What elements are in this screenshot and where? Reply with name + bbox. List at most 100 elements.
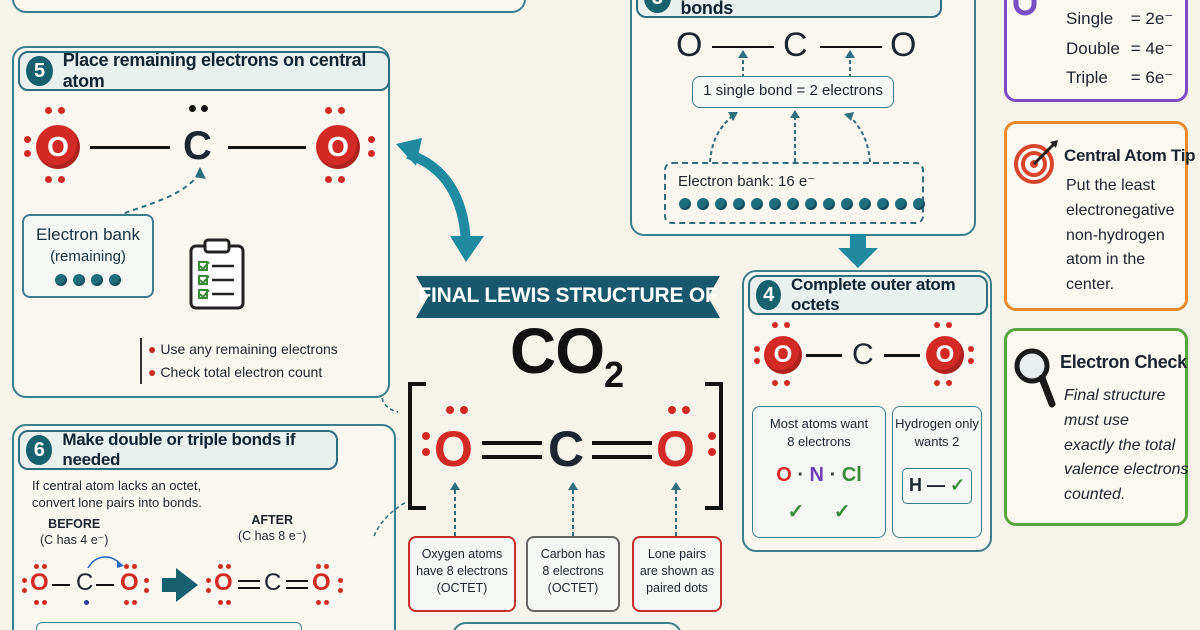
- step4-number: 4: [756, 280, 782, 310]
- step5-bullets: ● Use any remaining electrons ● Check to…: [140, 338, 338, 384]
- final-note-carbon: Carbon has 8 electrons (OCTET): [526, 536, 620, 612]
- before-atom-c: C: [76, 569, 94, 596]
- bracket-left: [408, 382, 426, 510]
- note-line: are shown as: [639, 563, 715, 578]
- step3-tab: 3 Connect atoms with single bonds: [636, 0, 942, 18]
- check-line: counted.: [1064, 486, 1126, 504]
- lone-pair-dot: [58, 107, 65, 114]
- lone-pair-dot: [934, 380, 940, 386]
- step3-atom-c: C: [783, 26, 808, 64]
- lone-pair-dot: [24, 136, 31, 143]
- example-chlorine: Cl: [841, 464, 862, 487]
- lone-pair-dot: [338, 107, 345, 114]
- magnifier-icon: [1014, 348, 1056, 408]
- lone-pair-dot: [338, 588, 343, 593]
- step6-desc-line: If central atom lacks an octet,: [32, 478, 202, 493]
- step4-box2-line: wants 2: [914, 433, 960, 449]
- lone-pair-dot: [325, 107, 332, 114]
- lone-pair-dot: [316, 564, 321, 569]
- after-label: AFTER: [251, 513, 294, 527]
- step4-checks: ✓ ✓: [753, 499, 885, 526]
- lone-pair-dot: [338, 176, 345, 183]
- lone-pair-dot: [784, 380, 790, 386]
- lone-pair-dot: [338, 578, 343, 583]
- step6-desc-line: convert lone pairs into bonds.: [32, 495, 202, 510]
- electron-bead: [55, 274, 67, 287]
- electron-bead: [787, 198, 799, 210]
- step5-number: 5: [26, 56, 53, 86]
- target-icon: [1014, 140, 1058, 184]
- final-note-lone-pairs: Lone pairs are shown as paired dots: [632, 536, 722, 612]
- down-arrow-icon: [838, 234, 878, 268]
- formula-subscript: 2: [604, 353, 624, 395]
- final-double-bond-right-top: [592, 441, 652, 445]
- check-icon: ✓: [833, 501, 851, 524]
- step3-atom-o-right: O: [890, 26, 917, 64]
- bond-key-row: Double = 4e⁻: [1066, 34, 1173, 64]
- lone-pair-dot: [682, 406, 690, 414]
- example-hydrogen: H: [908, 475, 922, 496]
- note-line: 8 electrons: [542, 563, 604, 578]
- step6-right-arrow-icon: [162, 568, 198, 602]
- lone-pair-dot: [189, 105, 196, 112]
- step6-bottom-partial-box: [36, 622, 302, 630]
- lone-pair-dot: [316, 600, 321, 605]
- lone-pair-dot: [946, 322, 952, 328]
- after-atom-o-left: O: [214, 569, 233, 596]
- after-atom-c: C: [264, 569, 282, 596]
- lone-pair-dot: [368, 136, 375, 143]
- lone-pair-dot: [668, 406, 676, 414]
- lone-pair-dot: [42, 564, 47, 569]
- step5-electron-bank: Electron bank (remaining): [22, 214, 154, 298]
- check-icon: ✓: [787, 501, 805, 524]
- electron-bead: [715, 198, 727, 210]
- banner-ribbon: [416, 276, 720, 318]
- lone-pair-dot: [368, 150, 375, 157]
- lone-pair-dot: [24, 150, 31, 157]
- step4-tab: 4 Complete outer atom octets: [748, 275, 988, 315]
- note-line: paired dots: [646, 580, 708, 595]
- final-note-arrows: [450, 482, 681, 536]
- lone-pair-dot: [422, 448, 430, 456]
- electron-bead: [733, 198, 745, 210]
- step6-tab: 6 Make double or triple bonds if needed: [18, 430, 338, 470]
- electron-bead: [877, 198, 889, 210]
- lone-pair-dot: [34, 564, 39, 569]
- lone-pair-dot: [45, 176, 52, 183]
- bond-key-value: = 4e⁻: [1130, 38, 1174, 58]
- step6-before-label: BEFORE (C has 4 e⁻): [40, 516, 108, 548]
- step4-box-hydrogen: Hydrogen only wants 2 H — ✓: [892, 406, 982, 538]
- lone-pair-dot: [754, 346, 760, 352]
- electron-bead: [841, 198, 853, 210]
- electron-bead: [679, 198, 691, 210]
- after-sub: (C has 8 e⁻): [238, 529, 307, 543]
- electron-dot: [84, 600, 89, 605]
- electron-bead: [859, 198, 871, 210]
- lone-pair-dot: [22, 588, 27, 593]
- lone-pair-dot: [124, 564, 129, 569]
- step5-atom-o-left: O: [36, 125, 80, 169]
- central-atom-tip-title: Central Atom Tip: [1064, 146, 1196, 165]
- tip-line: Put the least: [1066, 177, 1155, 194]
- step5-bank-beads: [24, 273, 152, 291]
- step6-number: 6: [26, 435, 53, 465]
- step3-bank-label: Electron bank: 16 e⁻: [678, 173, 816, 190]
- lone-pair-dot: [422, 432, 430, 440]
- step3-bank-arrows: [709, 110, 871, 163]
- lone-pair-dot: [58, 176, 65, 183]
- lone-pair-dot: [144, 578, 149, 583]
- step5-bond-right: [228, 146, 306, 149]
- note-line: (OCTET): [436, 580, 488, 595]
- step3-bank-beads: [676, 197, 925, 215]
- note-line: have 8 electrons: [416, 563, 508, 578]
- electron-bead: [73, 274, 85, 287]
- step4-box1-line: Most atoms want: [769, 416, 869, 431]
- step6-description: If central atom lacks an octet, convert …: [32, 477, 202, 511]
- final-banner-text: FINAL LEWIS STRUCTURE OF: [418, 284, 718, 307]
- lone-pair-dot: [772, 322, 778, 328]
- central-atom-tip-card: [1004, 121, 1188, 311]
- final-atom-o-right: O: [656, 421, 695, 477]
- lone-pair-dot: [226, 564, 231, 569]
- bond-key-label: Triple: [1066, 68, 1108, 87]
- final-note-oxygen: Oxygen atoms have 8 electrons (OCTET): [408, 536, 516, 612]
